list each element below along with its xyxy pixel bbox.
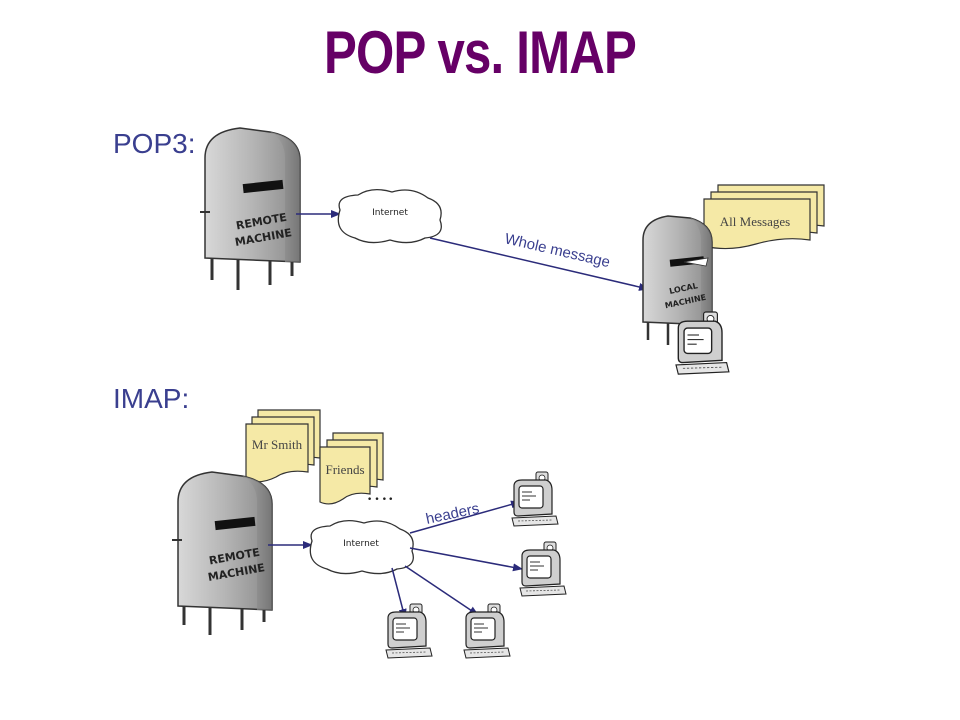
imap-arrow-client-3 bbox=[391, 567, 407, 619]
page-title: POP vs. IMAP bbox=[324, 19, 637, 86]
imap-arrow-client-2 bbox=[409, 547, 523, 572]
pop3-all-messages-label: All Messages bbox=[720, 214, 790, 229]
imap-folder-mr-smith: Mr Smith bbox=[245, 409, 321, 483]
pop3-section-label: POP3: bbox=[113, 128, 196, 159]
pop3-all-messages-stack: All Messages bbox=[703, 184, 825, 250]
imap-remote-mailbox: REMOTE MACHINE bbox=[172, 471, 273, 635]
pop3-cloud-label: Internet bbox=[372, 208, 408, 218]
imap-folder-friends: Friends bbox=[319, 432, 384, 505]
pop3-local-mailbox: LOCAL MACHINE bbox=[642, 215, 713, 345]
imap-ellipsis: …. bbox=[366, 480, 394, 505]
imap-folder1-label: Mr Smith bbox=[252, 437, 303, 452]
imap-client-computer-1 bbox=[511, 471, 559, 527]
imap-client-computer-4 bbox=[463, 603, 511, 659]
pop3-whole-message-label: Whole message bbox=[503, 230, 612, 271]
imap-headers-label: headers bbox=[424, 500, 481, 528]
imap-arrow-client-1 bbox=[409, 500, 521, 534]
imap-internet-cloud: Internet bbox=[309, 519, 414, 575]
imap-folder2-label: Friends bbox=[326, 462, 365, 477]
imap-client-computer-3 bbox=[385, 603, 433, 659]
pop3-local-computer-icon bbox=[675, 311, 730, 375]
pop3-whole-message-arrow bbox=[429, 237, 649, 291]
pop3-remote-mailbox: REMOTE MACHINE bbox=[200, 127, 301, 290]
imap-client-computer-2 bbox=[519, 541, 567, 597]
imap-section-label: IMAP: bbox=[113, 383, 190, 414]
pop3-internet-cloud: Internet bbox=[337, 188, 442, 244]
imap-arrow-client-4 bbox=[404, 565, 479, 616]
imap-cloud-label: Internet bbox=[343, 539, 379, 549]
